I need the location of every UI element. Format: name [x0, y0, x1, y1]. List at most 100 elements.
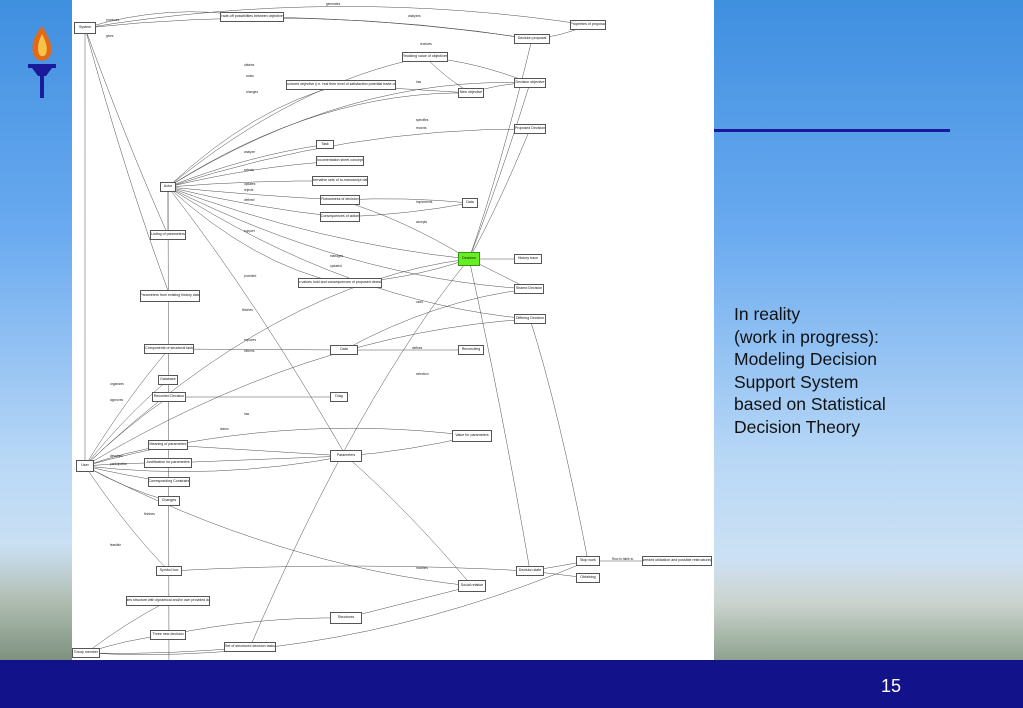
diagram-node-robust: Robustness of decision	[320, 195, 360, 205]
diagram-node-reconcile: Reconciling	[458, 345, 484, 355]
diagram-edge	[84, 27, 171, 297]
diagram-edge-label: generates	[326, 2, 341, 6]
diagram-node-compstruct: Components of structural task	[144, 344, 194, 354]
diagram-node-stopwork: Stop work	[576, 556, 600, 566]
slide-caption: In reality (work in progress): Modeling …	[734, 303, 994, 439]
diagram-edge-label: explores	[244, 338, 257, 342]
diagram-node-parameters: Parameters	[330, 450, 362, 462]
diagram-node-decision: Decision	[458, 252, 480, 266]
torch-logo-icon	[24, 24, 60, 100]
diagram-edge	[468, 128, 531, 260]
diagram-node-altset: alternative sets of to-manuscript data	[312, 176, 368, 186]
diagram-edge	[167, 455, 347, 464]
diagram-edge-label: manages	[330, 254, 344, 258]
diagram-edge-label: modifies	[416, 566, 428, 570]
diagram-edge-label: accepts	[416, 220, 427, 224]
diagram-node-setstruct: Set of structured decision tasks	[224, 642, 276, 652]
diagram-edge	[249, 258, 470, 648]
diagram-edge-label: updates	[244, 182, 256, 186]
diagram-edge	[167, 84, 342, 188]
diagram-edge	[345, 585, 473, 619]
diagram-edge-label: approves	[110, 398, 124, 402]
diagram-node-history: History trace	[514, 254, 542, 264]
diagram-node-database: Database	[158, 375, 178, 385]
diagram-edge-label: finishes	[144, 512, 155, 516]
diagram-node-listpar: Listing of parameters	[150, 230, 186, 240]
caption-line: Decision Theory	[734, 416, 861, 437]
diagram-node-consact: Consequences of action	[320, 212, 360, 222]
diagram-edge	[167, 56, 426, 188]
diagram-node-relobj: Realizing value of objectives	[402, 52, 448, 62]
diagram-node-correspond: Corresponding Constraint	[148, 477, 190, 487]
diagram-edge-label: selects	[244, 168, 254, 172]
diagram-edge	[468, 38, 533, 260]
diagram-edge	[167, 186, 341, 201]
diagram-edge-label: rejects	[244, 188, 254, 192]
diagram-edge-label: learns	[220, 427, 229, 431]
diagram-edge	[468, 82, 531, 260]
diagram-edge-label: changes	[246, 90, 259, 94]
diagram-edge-label: receives	[420, 42, 432, 46]
diagram-node-data: Data	[462, 198, 478, 208]
diagram-node-docsheet: Documentation sheet concepts	[316, 156, 364, 166]
diagram-edge	[84, 465, 473, 587]
diagram-edge	[167, 617, 347, 636]
diagram-node-justpar: Justification for parameters	[144, 458, 192, 468]
diagram-edge	[167, 82, 531, 188]
diagram-edge	[167, 143, 326, 188]
diagram-node-recorded: Recorded Decision	[152, 392, 186, 402]
diagram-edge-label: informs	[244, 349, 255, 353]
diagram-node-user: User	[76, 460, 94, 472]
diagram-edge-label: has	[416, 80, 422, 84]
diagram-edge-label: defines	[412, 346, 423, 350]
diagram-edge	[84, 427, 473, 467]
background-building-photo-left	[0, 545, 72, 660]
diagram-node-newobj: New objective	[458, 88, 484, 98]
diagram-node-tradeoff: Trade-off possibilities between objectiv…	[220, 12, 284, 22]
diagram-node-decstate: Decision state	[516, 566, 544, 576]
diagram-node-groupmember: Group member	[72, 648, 100, 658]
diagram-edge-label: develops	[110, 454, 123, 458]
diagram-node-diffdec: Differing Decision	[514, 314, 546, 324]
diagram-node-sharedec: Shared Decision	[514, 284, 544, 294]
diagram-edge	[84, 27, 169, 236]
diagram-node-structobj: Structured objective (i.e. real their le…	[286, 80, 396, 90]
diagram-edge	[167, 444, 347, 457]
slide-footer-bar	[0, 660, 1023, 708]
diagram-edge	[84, 258, 470, 467]
diagram-edge	[167, 186, 341, 284]
page-number: 15	[880, 676, 901, 696]
diagram-edge	[168, 565, 531, 572]
diagram-edge	[84, 465, 170, 572]
diagram-node-needutil: Needed utilization and possible restruct…	[642, 556, 712, 566]
diagram-edge	[345, 455, 473, 587]
diagram-edge-label: feasible	[110, 543, 121, 547]
diagram-edge-label: participation	[110, 462, 128, 466]
diagram-edge-label: gives	[106, 34, 114, 38]
diagram-node-valpar: Value for parameters	[452, 430, 492, 442]
diagram-edge-label: ranks	[246, 74, 254, 78]
diagram-edge-label: produces	[106, 18, 120, 22]
diagram-edge-label: updated	[330, 264, 342, 268]
diagram-edge	[84, 455, 347, 472]
diagram-node-decobj: Decision objective	[514, 78, 546, 88]
diagram-node-socialrel: Social relation	[458, 580, 486, 592]
diagram-node-newrel: New values hold and consequences of prop…	[298, 278, 382, 288]
diagram-edge	[251, 16, 533, 40]
diagram-edge	[84, 17, 533, 40]
diagram-edge-label: records	[416, 126, 427, 130]
diagram-node-decprop: Decision proposal	[514, 34, 550, 44]
diagram-edge	[167, 186, 470, 260]
title-underline	[714, 129, 950, 132]
diagram-edge-label: Row to table to	[612, 557, 634, 561]
diagram-edge-label: organizes	[110, 382, 124, 386]
caption-line: Support System	[734, 371, 859, 392]
diagram-edge	[84, 6, 589, 29]
diagram-edge-label: analyzes	[408, 14, 421, 18]
diagram-edge-label: obtains	[244, 63, 255, 67]
diagram-edge-label: implements	[416, 200, 433, 204]
diagram-edge	[167, 128, 531, 188]
diagram-node-obtaining: Obtaining	[576, 573, 600, 583]
diagram-edge	[85, 600, 169, 654]
